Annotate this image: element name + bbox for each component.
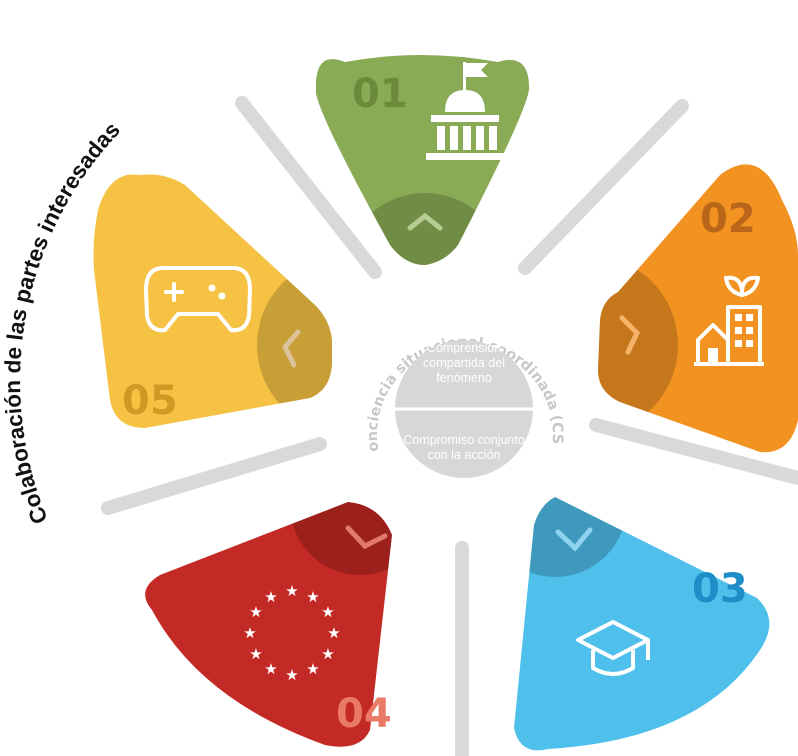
game-controller-icon — [144, 266, 252, 333]
segment-05-number: 05 — [122, 378, 178, 424]
segment-02-number: 02 — [700, 196, 756, 242]
svg-text:★: ★ — [264, 588, 277, 606]
eu-stars-icon: ★ ★ ★ ★ ★ ★ ★ ★ ★ ★ ★ ★ — [243, 582, 340, 684]
center-top-text: Comprensión compartida del fenómeno — [423, 341, 505, 385]
segment-02-shape — [598, 164, 798, 453]
svg-text:★: ★ — [306, 660, 319, 678]
svg-text:★: ★ — [285, 666, 298, 684]
svg-text:★: ★ — [249, 645, 262, 663]
svg-text:★: ★ — [264, 660, 277, 678]
divider-line — [589, 418, 798, 485]
center-bottom-text: Compromiso conjunto con la acción — [403, 433, 525, 462]
svg-text:★: ★ — [327, 624, 340, 642]
divider-line — [518, 99, 689, 275]
segment-04: 04 ★ ★ ★ ★ ★ ★ ★ ★ ★ ★ ★ ★ — [145, 502, 392, 747]
segment-04-number: 04 — [336, 691, 392, 737]
divider-line — [235, 96, 382, 279]
divider-lines — [101, 96, 798, 756]
svg-text:★: ★ — [249, 603, 262, 621]
divider-line — [101, 437, 327, 515]
svg-text:★: ★ — [285, 582, 298, 600]
svg-text:★: ★ — [243, 624, 256, 642]
svg-text:★: ★ — [321, 603, 334, 621]
segment-04-shape — [145, 502, 392, 747]
segment-05-shape — [93, 174, 332, 428]
government-building-icon — [426, 62, 504, 160]
segment-02: 02 — [598, 164, 798, 453]
segment-01-number: 01 — [352, 71, 408, 117]
segment-03-number: 03 — [692, 566, 748, 612]
graduation-cap-icon — [576, 620, 650, 676]
svg-text:★: ★ — [321, 645, 334, 663]
segment-03-shape — [514, 497, 770, 751]
segment-05: 05 — [93, 174, 332, 428]
svg-text:★: ★ — [306, 588, 319, 606]
sustainable-city-icon — [694, 275, 764, 366]
